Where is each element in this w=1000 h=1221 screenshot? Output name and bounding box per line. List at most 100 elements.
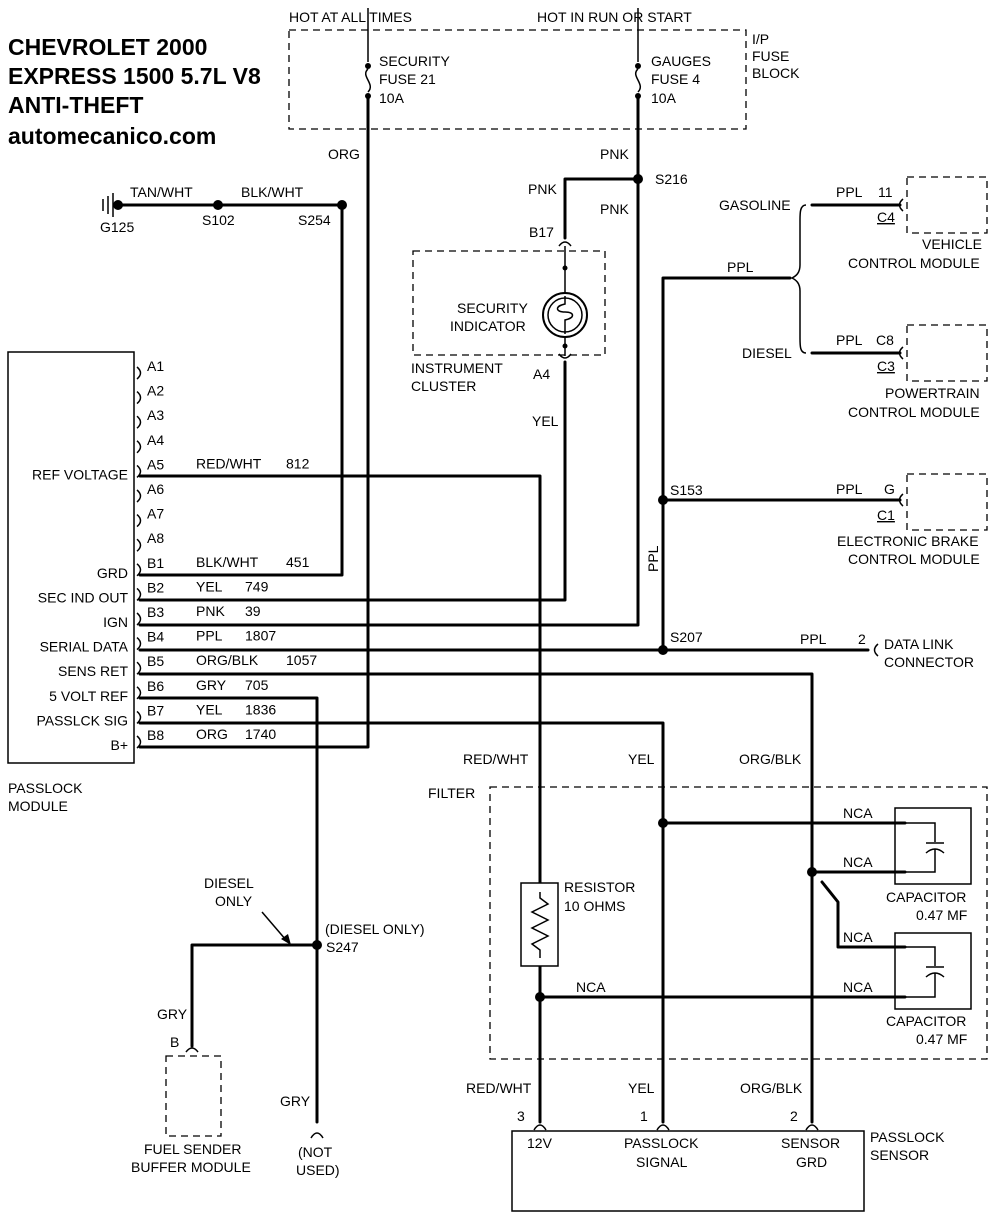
pin-connector-a8 (136, 538, 142, 552)
wire-label-pnk-2: PNK (528, 181, 557, 197)
passlock-module-label-2: MODULE (8, 798, 68, 814)
title-line-1: CHEVROLET 2000 (8, 34, 207, 60)
pin-circuit-b8: 1740 (245, 726, 276, 742)
wire-label-ppl-vcm: PPL (836, 184, 863, 200)
wire-label-tan-wht: TAN/WHT (130, 184, 193, 200)
pin-connector-b2 (136, 587, 142, 601)
sensor-connector-3 (533, 1124, 547, 1131)
filter-nca-3: NCA (843, 854, 873, 870)
ebcm-pin-top: G (884, 481, 895, 497)
pin-id-b6: B6 (147, 678, 164, 694)
splice-s153-dot (658, 495, 668, 505)
pcm-label-1: POWERTRAIN (885, 385, 980, 401)
wire-ppl-vertical (661, 276, 792, 652)
wire-pnk-ign (138, 97, 640, 627)
ebcm-pin-bottom: C1 (877, 507, 895, 523)
splice-s216-dot (633, 174, 643, 184)
gasoline-label: GASOLINE (719, 197, 791, 213)
pin-wire-color-b3: PNK (196, 603, 225, 619)
s247-diesel-only-label: (DIESEL ONLY) (325, 921, 425, 937)
fuse-block-label-3: BLOCK (752, 65, 800, 81)
sensor-pin-3: 3 (517, 1108, 525, 1124)
pin-circuit-b2: 749 (245, 578, 269, 594)
gauges-fuse-name: GAUGES (651, 53, 711, 69)
pin-function-b7: PASSLCK SIG (36, 712, 128, 728)
capacitor-1-symbol (905, 822, 945, 873)
fuse-block-outline (288, 29, 747, 130)
pin-id-a6: A6 (147, 481, 164, 497)
hot-in-run-label: HOT IN RUN OR START (537, 9, 692, 25)
security-indicator-label-2: INDICATOR (450, 318, 526, 334)
wire-label-ppl-dlc: PPL (800, 631, 827, 647)
fuel-sender-pin: B (170, 1034, 179, 1050)
pin-id-a5: A5 (147, 456, 164, 472)
capacitor-2-label-2: 0.47 MF (916, 1031, 967, 1047)
pin-id-a2: A2 (147, 383, 164, 399)
filter-label: FILTER (428, 785, 475, 801)
capacitor-2-box (894, 932, 972, 1010)
fuel-sender-label-1: FUEL SENDER (144, 1141, 242, 1157)
capacitor-1-label-2: 0.47 MF (916, 907, 967, 923)
filter-nca-ground-branch-2 (820, 880, 907, 949)
pin-circuit-b3: 39 (245, 603, 261, 619)
wire-label-ppl-ebcm: PPL (836, 481, 863, 497)
pin-function-b3: IGN (103, 614, 128, 630)
fuel-sender-box (165, 1055, 222, 1137)
pin-connector-b5 (136, 661, 142, 675)
sensor-terminal-grd-1: SENSOR (781, 1135, 840, 1151)
pin-function-a5: REF VOLTAGE (32, 466, 128, 482)
splice-s254-label: S254 (298, 212, 331, 228)
pin-connector-b4 (136, 637, 142, 651)
wire-gry-fuel-sender (190, 943, 319, 1048)
pcm-label-2: CONTROL MODULE (848, 404, 980, 420)
passlock-sensor-label-2: SENSOR (870, 1147, 929, 1163)
pin-id-a1: A1 (147, 358, 164, 374)
wire-yel-passlock-sig (138, 721, 665, 1124)
diesel-only-arrow (261, 911, 287, 941)
capacitor-2-label-1: CAPACITOR (886, 1013, 966, 1029)
pin-id-b1: B1 (147, 555, 164, 571)
vcm-box (906, 176, 988, 234)
pin-function-b4: SERIAL DATA (40, 639, 129, 655)
pin-wire-color-b6: GRY (196, 677, 227, 693)
title-line-2: EXPRESS 1500 5.7L V8 (8, 63, 261, 89)
sensor-terminal-grd-2: GRD (796, 1154, 827, 1170)
pin-connector-a3 (136, 415, 142, 429)
wire-label-ppl-top: PPL (727, 259, 754, 275)
pin-connector-a4 (136, 440, 142, 454)
dlc-label-2: CONNECTOR (884, 654, 974, 670)
gauges-fuse-number: FUSE 4 (651, 71, 700, 87)
pin-wire-color-b2: YEL (196, 578, 223, 594)
pin-connector-b1 (136, 563, 142, 577)
ground-g125-symbol (102, 193, 114, 217)
pin-connector-b3 (136, 612, 142, 626)
pin-wire-color-b1: BLK/WHT (196, 554, 259, 570)
not-used-label-2: USED) (296, 1162, 340, 1178)
fuse-block-label-1: I/P (752, 31, 769, 47)
pin-function-b8: B+ (110, 737, 128, 753)
not-used-connector (310, 1132, 324, 1139)
diesel-only-note-1: DIESEL (204, 875, 254, 891)
pin-connector-a7 (136, 514, 142, 528)
sensor-terminal-12v: 12V (527, 1135, 553, 1151)
security-fuse-rating: 10A (379, 90, 405, 106)
hot-at-all-times-label: HOT AT ALL TIMES (289, 9, 412, 25)
pin-id-b5: B5 (147, 653, 164, 669)
security-fuse-name: SECURITY (379, 53, 450, 69)
pin-connector-a1 (136, 366, 142, 380)
wire-label-pnk-3: PNK (600, 201, 629, 217)
security-indicator-label-1: SECURITY (457, 300, 528, 316)
pin-wire-color-a5: RED/WHT (196, 455, 262, 471)
instrument-cluster-label-2: CLUSTER (411, 378, 476, 394)
pin-function-b5: SENS RET (58, 663, 128, 679)
pin-id-b7: B7 (147, 702, 164, 718)
sensor-connector-1 (656, 1124, 670, 1131)
ground-g125-dot (113, 200, 123, 210)
sensor-terminal-signal-1: PASSLOCK (624, 1135, 699, 1151)
pin-function-b6: 5 VOLT REF (49, 688, 128, 704)
resistor-label-2: 10 OHMS (564, 898, 625, 914)
sensor-pin-1: 1 (640, 1108, 648, 1124)
passlock-module-label-1: PASSLOCK (8, 780, 83, 796)
passlock-sensor-label-1: PASSLOCK (870, 1129, 945, 1145)
